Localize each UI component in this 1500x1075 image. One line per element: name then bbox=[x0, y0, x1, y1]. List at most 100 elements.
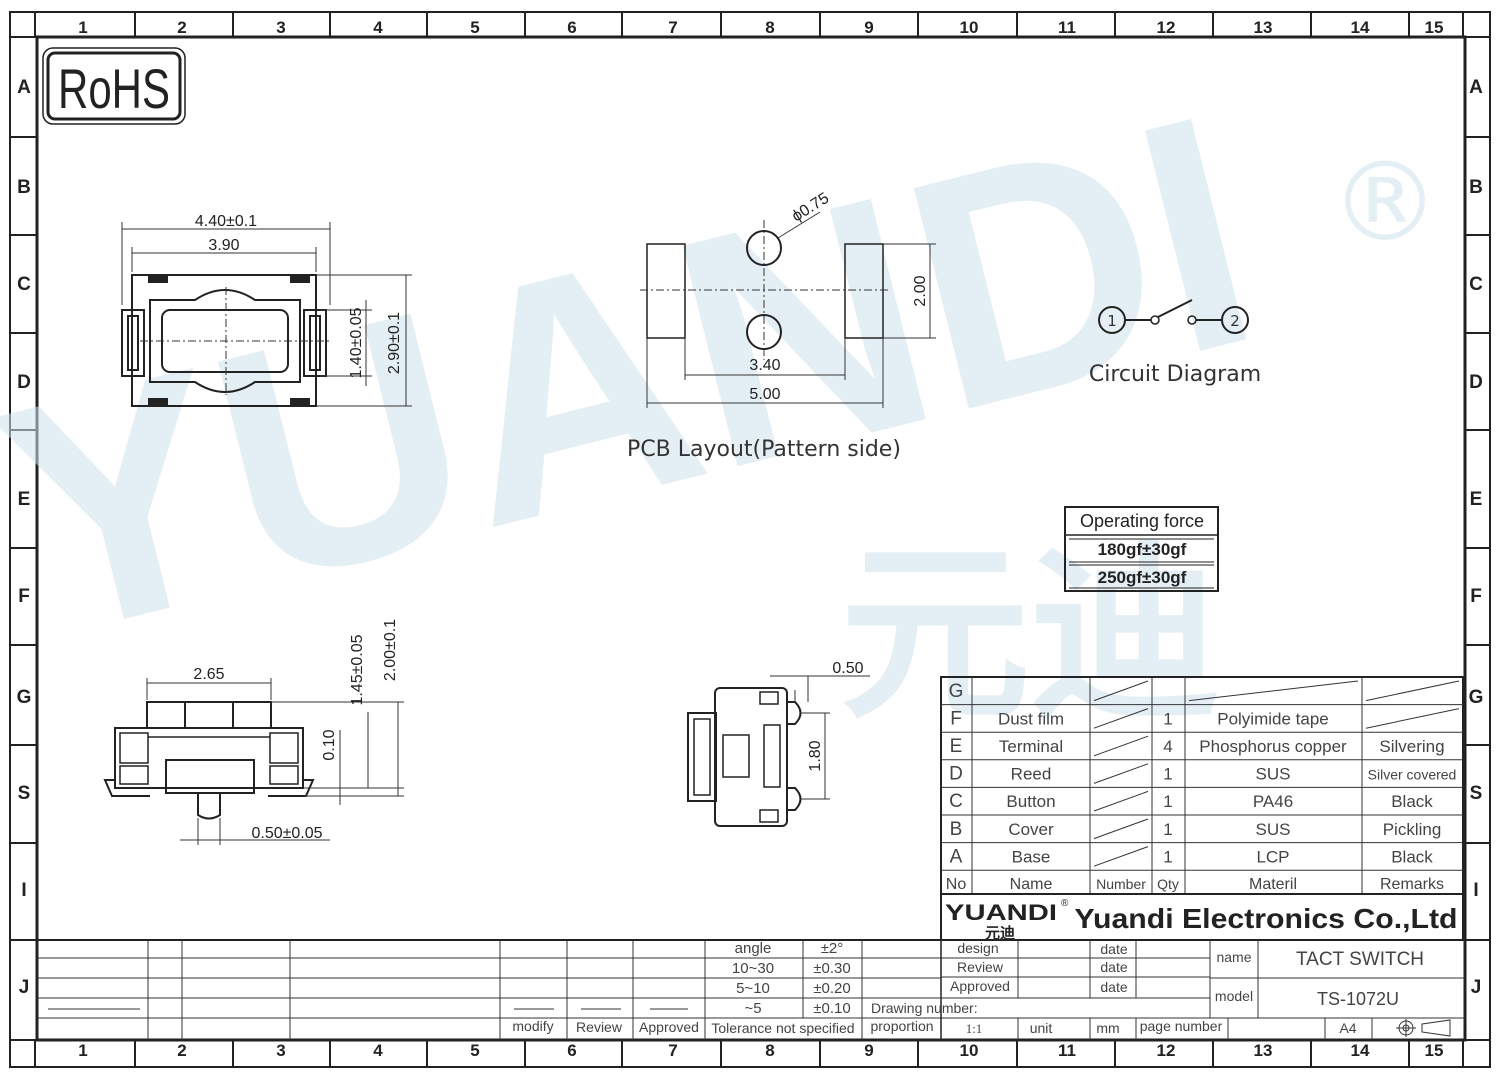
border-row-left-S: S bbox=[18, 783, 31, 804]
bom-row-name: Button bbox=[1006, 792, 1055, 811]
border-col-top-6: 6 bbox=[567, 18, 576, 37]
revision-modify: modify bbox=[512, 1018, 553, 1034]
bom-header-no: No bbox=[946, 876, 967, 893]
border-col-bottom-4: 4 bbox=[373, 1041, 383, 1060]
title-drawing-number: Drawing number: bbox=[871, 1000, 978, 1016]
bom-row-name: Reed bbox=[1011, 765, 1052, 784]
watermark-cjk: 元迪 bbox=[840, 524, 1220, 745]
border-col-bottom-9: 9 bbox=[864, 1041, 873, 1060]
yuandi-watermark: YUANDI 元迪 ® bbox=[0, 44, 1440, 745]
border-col-top-12: 12 bbox=[1157, 18, 1176, 37]
border-row-right-J: J bbox=[1471, 977, 1482, 998]
title-name-value: TACT SWITCH bbox=[1296, 949, 1424, 970]
bom-row-no: C bbox=[949, 791, 963, 812]
rohs-label: RoHS bbox=[58, 57, 170, 120]
bom-row-name: Dust film bbox=[998, 709, 1064, 728]
bom-header-qty: Qty bbox=[1157, 876, 1179, 892]
circuit-symbol bbox=[1098, 299, 1249, 334]
border-col-bottom-1: 1 bbox=[78, 1041, 87, 1060]
border-col-bottom-10: 10 bbox=[960, 1041, 979, 1060]
operating-force-header: Operating force bbox=[1080, 511, 1204, 531]
tolerance-value: ±0.10 bbox=[813, 1000, 850, 1017]
title-review-date: date bbox=[1100, 959, 1127, 975]
border-col-bottom-5: 5 bbox=[470, 1041, 479, 1060]
rohs-badge: RoHS bbox=[42, 47, 186, 125]
projection-symbol bbox=[1396, 1019, 1451, 1037]
company-name: Yuandi Electronics Co.,Ltd bbox=[1075, 903, 1458, 934]
title-model-value: TS-1072U bbox=[1317, 989, 1399, 1009]
bom-row-name: Base bbox=[1012, 847, 1051, 866]
revision-approved: Approved bbox=[639, 1019, 699, 1035]
border-row-left-I: I bbox=[21, 880, 26, 901]
bom-row-name: Cover bbox=[1008, 820, 1054, 839]
border-col-bottom-14: 14 bbox=[1351, 1041, 1370, 1060]
dim-end-actuator-pitch: 1.80 bbox=[807, 740, 824, 771]
pcb-layout-drawing bbox=[640, 211, 936, 408]
border-row-right-I: I bbox=[1473, 880, 1478, 901]
border-row-right-E: E bbox=[1470, 489, 1483, 510]
title-name-label: name bbox=[1216, 949, 1251, 965]
border-col-top-13: 13 bbox=[1254, 18, 1273, 37]
operating-force-table bbox=[1064, 506, 1219, 592]
bom-header-material: Materil bbox=[1249, 876, 1297, 893]
side-view-drawing bbox=[103, 678, 404, 845]
bom-table-grid bbox=[940, 676, 1464, 895]
tolerance-note: Tolerance not specified bbox=[711, 1020, 854, 1036]
border-col-top-8: 8 bbox=[765, 18, 774, 37]
end-view-drawing bbox=[687, 675, 870, 827]
bom-row-qty: 4 bbox=[1163, 737, 1172, 756]
bom-row-remarks: Pickling bbox=[1383, 820, 1442, 839]
dim-top-width-outer: 4.40±0.1 bbox=[195, 213, 257, 230]
title-design-date: date bbox=[1100, 941, 1127, 957]
bom-row-qty: 1 bbox=[1163, 847, 1172, 866]
company-logo-latin: YUANDI bbox=[945, 900, 1057, 925]
bom-header-name: Name bbox=[1010, 876, 1053, 893]
border-row-right-D: D bbox=[1469, 372, 1483, 393]
border-col-bottom-2: 2 bbox=[177, 1041, 186, 1060]
border-col-top-9: 9 bbox=[864, 18, 873, 37]
border-col-bottom-12: 12 bbox=[1157, 1041, 1176, 1060]
border-row-left-D: D bbox=[17, 372, 31, 393]
bom-row-material: Phosphorus copper bbox=[1199, 737, 1347, 756]
operating-force-value-2: 250gf±30gf bbox=[1098, 568, 1187, 587]
border-row-left-G: G bbox=[17, 687, 32, 708]
bom-row-no: A bbox=[950, 846, 963, 867]
bom-row-qty: 1 bbox=[1163, 709, 1172, 728]
operating-force-value-1: 180gf±30gf bbox=[1098, 540, 1187, 559]
dim-top-width-inner: 3.90 bbox=[208, 237, 239, 254]
border-row-left-A: A bbox=[17, 77, 31, 98]
bom-row-material: SUS bbox=[1256, 820, 1291, 839]
bom-row-qty: 1 bbox=[1163, 820, 1172, 839]
tolerance-range: angle bbox=[735, 940, 772, 957]
bom-row-no: F bbox=[950, 708, 962, 729]
bom-row-material: LCP bbox=[1256, 847, 1289, 866]
bom-row-qty: 1 bbox=[1163, 792, 1172, 811]
dim-side-stroke: 0.10 bbox=[321, 729, 338, 760]
border-col-bottom-6: 6 bbox=[567, 1041, 576, 1060]
title-block-grid bbox=[36, 939, 1466, 1041]
tolerance-value: ±0.30 bbox=[813, 960, 850, 977]
pcb-layout-caption: PCB Layout(Pattern side) bbox=[627, 437, 901, 462]
title-approved-label: Approved bbox=[950, 978, 1010, 994]
circuit-caption: Circuit Diagram bbox=[1089, 362, 1261, 387]
border-row-right-G: G bbox=[1469, 687, 1484, 708]
bom-row-no: D bbox=[949, 764, 963, 785]
tolerance-range: 10~30 bbox=[732, 960, 774, 977]
bom-row-remarks: Silver covered bbox=[1368, 767, 1457, 783]
company-logo-registered: ® bbox=[1061, 898, 1069, 909]
title-unit-value: mm bbox=[1096, 1020, 1119, 1036]
title-design-label: design bbox=[957, 940, 998, 956]
border-col-bottom-13: 13 bbox=[1254, 1041, 1273, 1060]
outer-frame bbox=[9, 11, 1491, 1068]
dim-pcb-height: 2.00 bbox=[912, 275, 929, 306]
bom-row-material: SUS bbox=[1256, 765, 1291, 784]
dim-end-actuator-width: 0.50 bbox=[832, 660, 863, 677]
border-row-right-S: S bbox=[1470, 783, 1483, 804]
top-view-drawing bbox=[121, 222, 412, 407]
border-col-top-11: 11 bbox=[1058, 18, 1076, 37]
border-col-bottom-11: 11 bbox=[1058, 1041, 1076, 1060]
bom-row-qty: 1 bbox=[1163, 765, 1172, 784]
border-col-top-7: 7 bbox=[668, 18, 677, 37]
